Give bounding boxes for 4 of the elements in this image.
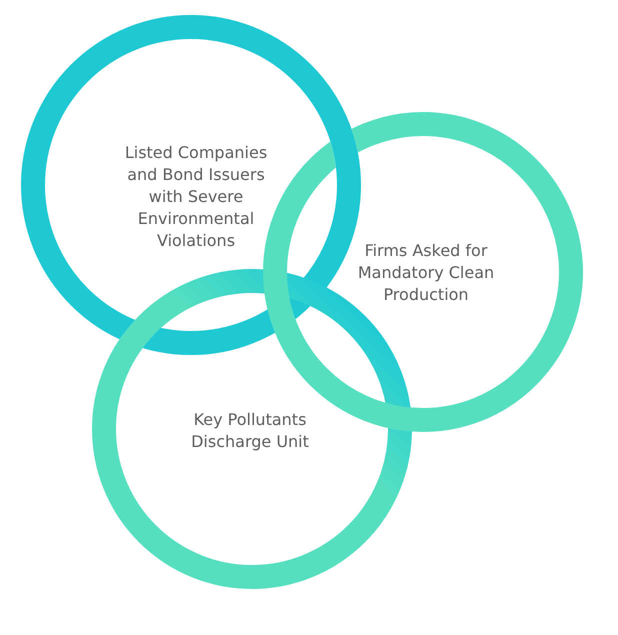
ring-label: Listed Companies and Bond Issuers with Severe Environmental Violations — [124, 142, 268, 252]
ring-label: Firms Asked for Mandatory Clean Production — [356, 240, 496, 306]
ring — [21, 15, 361, 355]
ring-label: Key Pollutants Discharge Unit — [190, 409, 310, 453]
